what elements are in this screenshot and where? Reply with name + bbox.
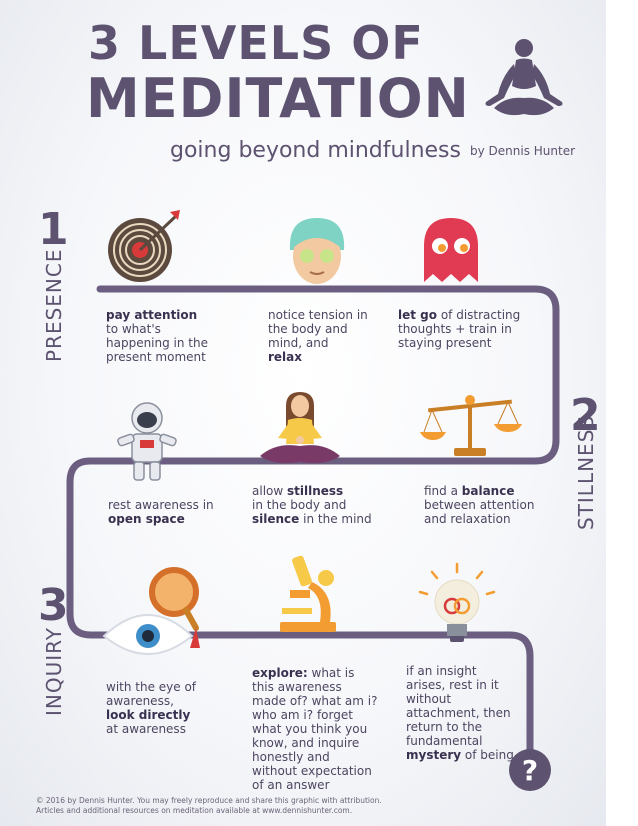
step-7-caption: with the eye of awareness, look directly… (106, 680, 216, 736)
step-8-caption: explore: what is this awareness made of?… (252, 666, 378, 792)
step-7-bold: look directly (106, 708, 191, 722)
step-6-pre: find a (424, 484, 458, 498)
step-3-caption: let go of distracting thoughts + train i… (398, 308, 528, 350)
infographic-poster: 3 LEVELS OF MEDITATION going beyond mind… (0, 0, 606, 826)
ghost-icon (424, 218, 478, 282)
step-5-text: in the mind (303, 512, 372, 526)
step-4-text: rest awareness in (108, 498, 214, 512)
step-3-text: of distracting thoughts + train in stayi… (398, 308, 521, 350)
subtitle: going beyond mindfulness (170, 138, 461, 163)
title-line-1: 3 LEVELS OF (88, 16, 424, 70)
step-9-caption: if an insight arises, rest in it without… (406, 664, 518, 762)
target-icon (108, 210, 180, 282)
meditating-woman-icon (260, 392, 340, 464)
byline: by Dennis Hunter (470, 144, 576, 158)
footer-line-1: © 2016 by Dennis Hunter. You may freely … (36, 796, 382, 805)
level-1-number: 1 (38, 204, 69, 255)
footer-line-2: Articles and additional resources on med… (36, 806, 353, 815)
level-2-label: STILLNESS (574, 414, 598, 530)
step-5-bold: stillness (287, 484, 344, 498)
step-9-text: of being (464, 748, 514, 762)
step-2-text: notice tension in the body and mind, and (268, 308, 368, 350)
step-1-bold: pay attention (106, 308, 198, 322)
step-6-bold: balance (461, 484, 515, 498)
title-line-2: MEDITATION (86, 67, 470, 130)
step-5-pre: allow (252, 484, 284, 498)
journey-path (66, 285, 560, 754)
question-mark-icon: ? (509, 749, 551, 791)
step-3-bold: let go (398, 308, 437, 322)
face-mask-icon (289, 218, 345, 284)
step-5-mid: in the body and (252, 498, 347, 512)
meditating-figure-icon (485, 39, 563, 116)
step-7-text: at awareness (106, 722, 186, 736)
footer: © 2016 by Dennis Hunter. You may freely … (36, 796, 382, 816)
step-1-caption: pay attention to what's happening in the… (106, 308, 226, 364)
step-2-caption: notice tension in the body and mind, and… (268, 308, 372, 364)
step-7-pre: with the eye of awareness, (106, 680, 197, 708)
eye-magnifier-icon (102, 567, 200, 655)
scales-icon (420, 395, 522, 456)
lightbulb-icon (418, 562, 496, 642)
step-6-text: between attention and relaxation (424, 498, 535, 526)
microscope-icon (280, 555, 336, 632)
level-2-number: 2 (570, 390, 601, 441)
step-5-bold-2: silence (252, 512, 300, 526)
question-mark-glyph: ? (522, 754, 538, 787)
level-3-label: INQUIRY (42, 627, 66, 716)
level-3-number: 3 (38, 580, 69, 631)
step-9-bold: mystery (406, 748, 462, 762)
step-6-caption: find a balance between attention and rel… (424, 484, 544, 526)
step-9-pre: if an insight arises, rest in it without… (406, 664, 511, 748)
level-1-label: PRESENCE (42, 248, 66, 363)
step-4-bold: open space (108, 512, 185, 526)
step-5-caption: allow stillness in the body and silence … (252, 484, 372, 526)
step-4-caption: rest awareness in open space (108, 498, 228, 526)
step-2-bold: relax (268, 350, 303, 364)
step-8-text: what is this awareness made of? what am … (252, 666, 378, 792)
step-8-bold: explore: (252, 666, 308, 680)
astronaut-icon (117, 402, 177, 481)
step-1-text: to what's happening in the present momen… (106, 322, 208, 364)
